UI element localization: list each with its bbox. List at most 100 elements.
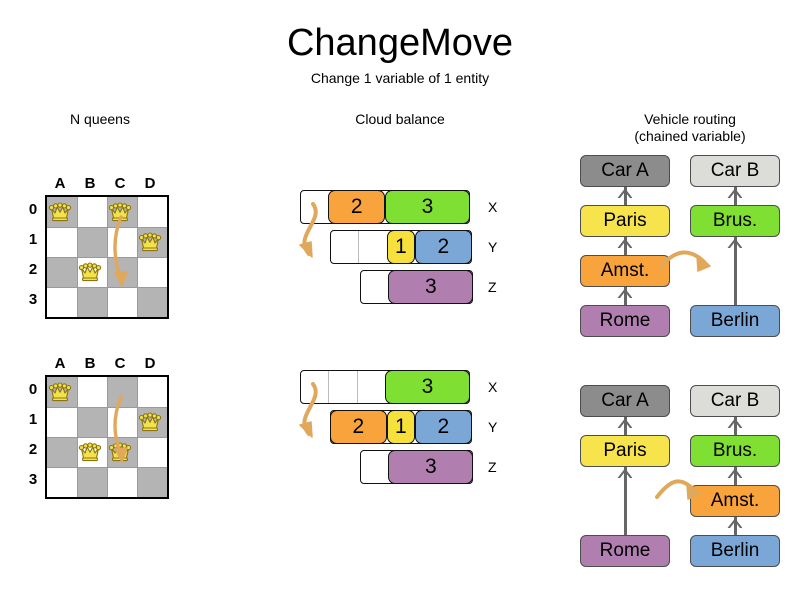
board-cell-B1[interactable] [77, 227, 107, 257]
board-gridline [137, 197, 138, 317]
route-node-amst[interactable]: Amst. [580, 255, 670, 287]
board-cell-B3[interactable] [77, 287, 107, 317]
route-arrowhead-icon [617, 468, 632, 478]
route-node-carb[interactable]: Car B [690, 155, 780, 187]
cloud-process-3[interactable]: 3 [385, 190, 470, 224]
queen-piece-D1[interactable] [135, 225, 165, 255]
board-cell-A2[interactable] [47, 257, 77, 287]
route-link [734, 517, 737, 535]
route-node-brus[interactable]: Brus. [690, 205, 780, 237]
board-column-label-D: D [144, 355, 156, 372]
route-node-cara[interactable]: Car A [580, 385, 670, 417]
route-node-carb[interactable]: Car B [690, 385, 780, 417]
board-cell-D3[interactable] [137, 287, 167, 317]
board-cell-D3[interactable] [137, 467, 167, 497]
route-node-rome[interactable]: Rome [580, 535, 670, 567]
section-heading-n-queens: N queens [70, 111, 130, 127]
board-column-label-B: B [84, 175, 96, 192]
route-arrowhead-icon [617, 418, 632, 428]
cloud-process-1[interactable]: 1 [386, 410, 415, 444]
section-heading-vehicle-routing: Vehicle routing (chained variable) [590, 111, 790, 145]
board-cell-D2[interactable] [137, 437, 167, 467]
route-link [734, 187, 737, 205]
route-link [624, 467, 627, 535]
cloud-process-1[interactable]: 1 [386, 230, 415, 264]
board-cell-B3[interactable] [77, 467, 107, 497]
board-cell-A2[interactable] [47, 437, 77, 467]
board-cell-C2[interactable] [107, 257, 137, 287]
board-cell-D0[interactable] [137, 197, 167, 227]
route-arrowhead-icon [727, 238, 742, 248]
board-cell-A3[interactable] [47, 287, 77, 317]
board-cell-C1[interactable] [107, 227, 137, 257]
route-node-berlin[interactable]: Berlin [690, 535, 780, 567]
route-node-brus[interactable]: Brus. [690, 435, 780, 467]
route-node-paris[interactable]: Paris [580, 205, 670, 237]
board-cell-C3[interactable] [107, 467, 137, 497]
cloud-bar-Z[interactable]: 3 [360, 270, 474, 304]
queen-piece-D1[interactable] [135, 405, 165, 435]
queen-piece-C2[interactable] [105, 435, 135, 465]
route-link [624, 287, 627, 305]
cloud-process-3[interactable]: 3 [388, 270, 474, 304]
board-cell-C1[interactable] [107, 407, 137, 437]
route-node-cara[interactable]: Car A [580, 155, 670, 187]
board-row-label-2: 2 [28, 441, 38, 458]
board-cell-C0[interactable] [107, 377, 137, 407]
cloud-process-2[interactable]: 2 [330, 410, 387, 444]
route-node-paris[interactable]: Paris [580, 435, 670, 467]
board-cell-A1[interactable] [47, 227, 77, 257]
cloud-computer-label-Z: Z [488, 459, 497, 475]
board-gridline [137, 377, 138, 497]
board-cell-A3[interactable] [47, 467, 77, 497]
board-cell-B0[interactable] [77, 377, 107, 407]
route-link [624, 417, 627, 435]
cloud-bar-unit-divider [356, 371, 358, 403]
queen-piece-A0[interactable] [45, 195, 75, 225]
route-node-berlin[interactable]: Berlin [690, 305, 780, 337]
queen-piece-C0[interactable] [105, 195, 135, 225]
cloud-computer-label-Y: Y [488, 239, 498, 255]
board-gridline [47, 467, 167, 468]
cloud-process-3[interactable]: 3 [385, 370, 470, 404]
board-cell-C3[interactable] [107, 287, 137, 317]
route-link [624, 187, 627, 205]
board-cell-D2[interactable] [137, 257, 167, 287]
board-row-label-3: 3 [28, 471, 38, 488]
board-gridline [47, 257, 167, 258]
cloud-bar-unit-divider [358, 231, 360, 263]
board-row-label-0: 0 [28, 201, 38, 218]
cloud-process-2[interactable]: 2 [415, 230, 472, 264]
route-arrowhead-icon [727, 518, 742, 528]
board-cell-B1[interactable] [77, 407, 107, 437]
queen-piece-B2[interactable] [75, 435, 105, 465]
board-cell-D0[interactable] [137, 377, 167, 407]
queen-piece-B2[interactable] [75, 255, 105, 285]
route-node-rome[interactable]: Rome [580, 305, 670, 337]
board-row-label-1: 1 [28, 231, 38, 248]
board-column-label-A: A [54, 355, 66, 372]
route-node-amst[interactable]: Amst. [690, 485, 780, 517]
route-arrowhead-icon [727, 468, 742, 478]
cloud-process-2[interactable]: 2 [415, 410, 472, 444]
cloud-computer-label-X: X [488, 379, 498, 395]
cloud-process-2[interactable]: 2 [328, 190, 385, 224]
board-column-label-C: C [114, 175, 126, 192]
cloud-process-3[interactable]: 3 [388, 450, 474, 484]
board-cell-A1[interactable] [47, 407, 77, 437]
board-cell-B0[interactable] [77, 197, 107, 227]
board-row-label-0: 0 [28, 381, 38, 398]
route-link [734, 237, 737, 305]
queen-piece-A0[interactable] [45, 375, 75, 405]
section-heading-cloud-balance: Cloud balance [355, 111, 445, 127]
board-column-label-C: C [114, 355, 126, 372]
cloud-bar-Z[interactable]: 3 [360, 450, 474, 484]
cloud-bar-X[interactable]: 3 [300, 370, 470, 404]
board-row-label-3: 3 [28, 291, 38, 308]
route-arrowhead-icon [617, 238, 632, 248]
